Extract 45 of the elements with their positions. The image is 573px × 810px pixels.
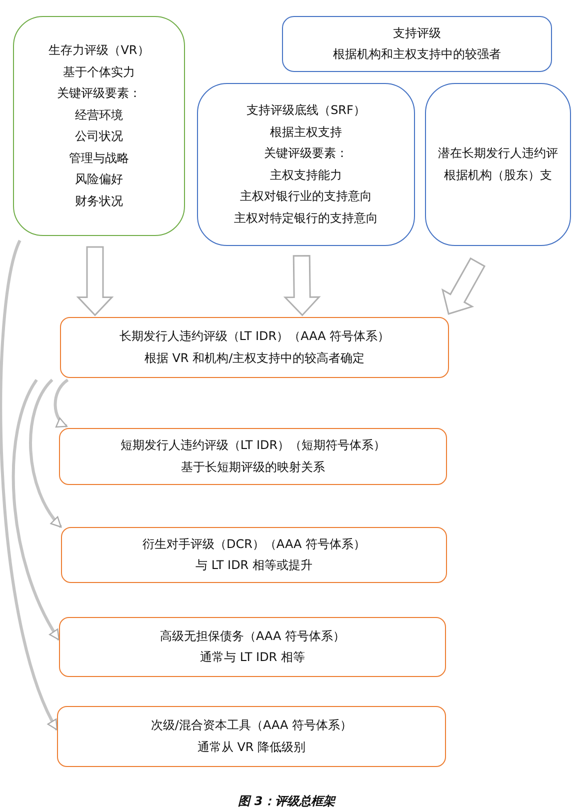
rating-box — [13, 16, 185, 236]
box-text: 风险偏好 — [75, 171, 123, 188]
rating-box — [59, 428, 447, 485]
box-text: 支持评级 — [393, 24, 441, 42]
box-text: 关键评级要素： — [264, 145, 348, 162]
rating-box — [61, 527, 447, 583]
box-text: 与 LT IDR 相等或提升 — [196, 557, 312, 574]
box-text: 基于个体实力 — [63, 64, 135, 80]
box-text: 长期发行人违约评级（LT IDR）（AAA 符号体系） — [119, 328, 390, 345]
box-text: 根据主权支持 — [270, 124, 342, 140]
rating-box — [57, 706, 446, 767]
rating-box — [60, 317, 449, 378]
box-text: 主权对特定银行的支持意向 — [234, 210, 378, 226]
box-text: 公司状况 — [75, 128, 123, 145]
rating-box — [197, 83, 415, 246]
box-text: 支持评级底线（SRF） — [246, 102, 366, 119]
box-text: 潜在长期发行人违约评 — [438, 145, 558, 162]
arrow — [441, 257, 486, 315]
box-text: 生存力评级（VR） — [48, 42, 150, 59]
box-text: 财务状况 — [75, 192, 123, 210]
box-text: 主权支持能力 — [270, 166, 342, 184]
box-text: 经营环境 — [75, 106, 123, 124]
arrow — [0, 240, 58, 730]
box-text: 通常从 VR 降低级别 — [197, 738, 306, 756]
rating-box — [59, 617, 446, 677]
box-text: 关键评级要素： — [57, 85, 141, 102]
box-text: 通常与 LT IDR 相等 — [200, 649, 305, 666]
rating-box — [425, 83, 571, 246]
arrow — [283, 254, 321, 316]
box-text: 主权对银行业的支持意向 — [240, 188, 372, 205]
box-text: 短期发行人违约评级（LT IDR）（短期符号体系） — [120, 437, 386, 454]
box-text: 根据机构和主权支持中的较强者 — [333, 46, 501, 63]
box-text: 根据机构（股东）支 — [444, 166, 552, 184]
rating-box — [282, 16, 552, 72]
box-text: 次级/混合资本工具（AAA 符号体系） — [150, 717, 352, 734]
box-text: 管理与战略 — [69, 150, 129, 166]
arrow — [76, 246, 114, 316]
figure-caption: 图 3：评级总框架 — [237, 793, 337, 810]
arrow — [54, 378, 69, 428]
box-text: 衍生对手评级（DCR）（AAA 符号体系） — [142, 536, 366, 552]
box-text: 基于长短期评级的映射关系 — [181, 458, 325, 476]
box-text: 根据 VR 和机构/主权支持中的较高者确定 — [144, 350, 365, 366]
arrow — [29, 378, 62, 528]
box-text: 高级无担保债务（AAA 符号体系） — [160, 628, 346, 644]
arrow — [12, 379, 60, 641]
